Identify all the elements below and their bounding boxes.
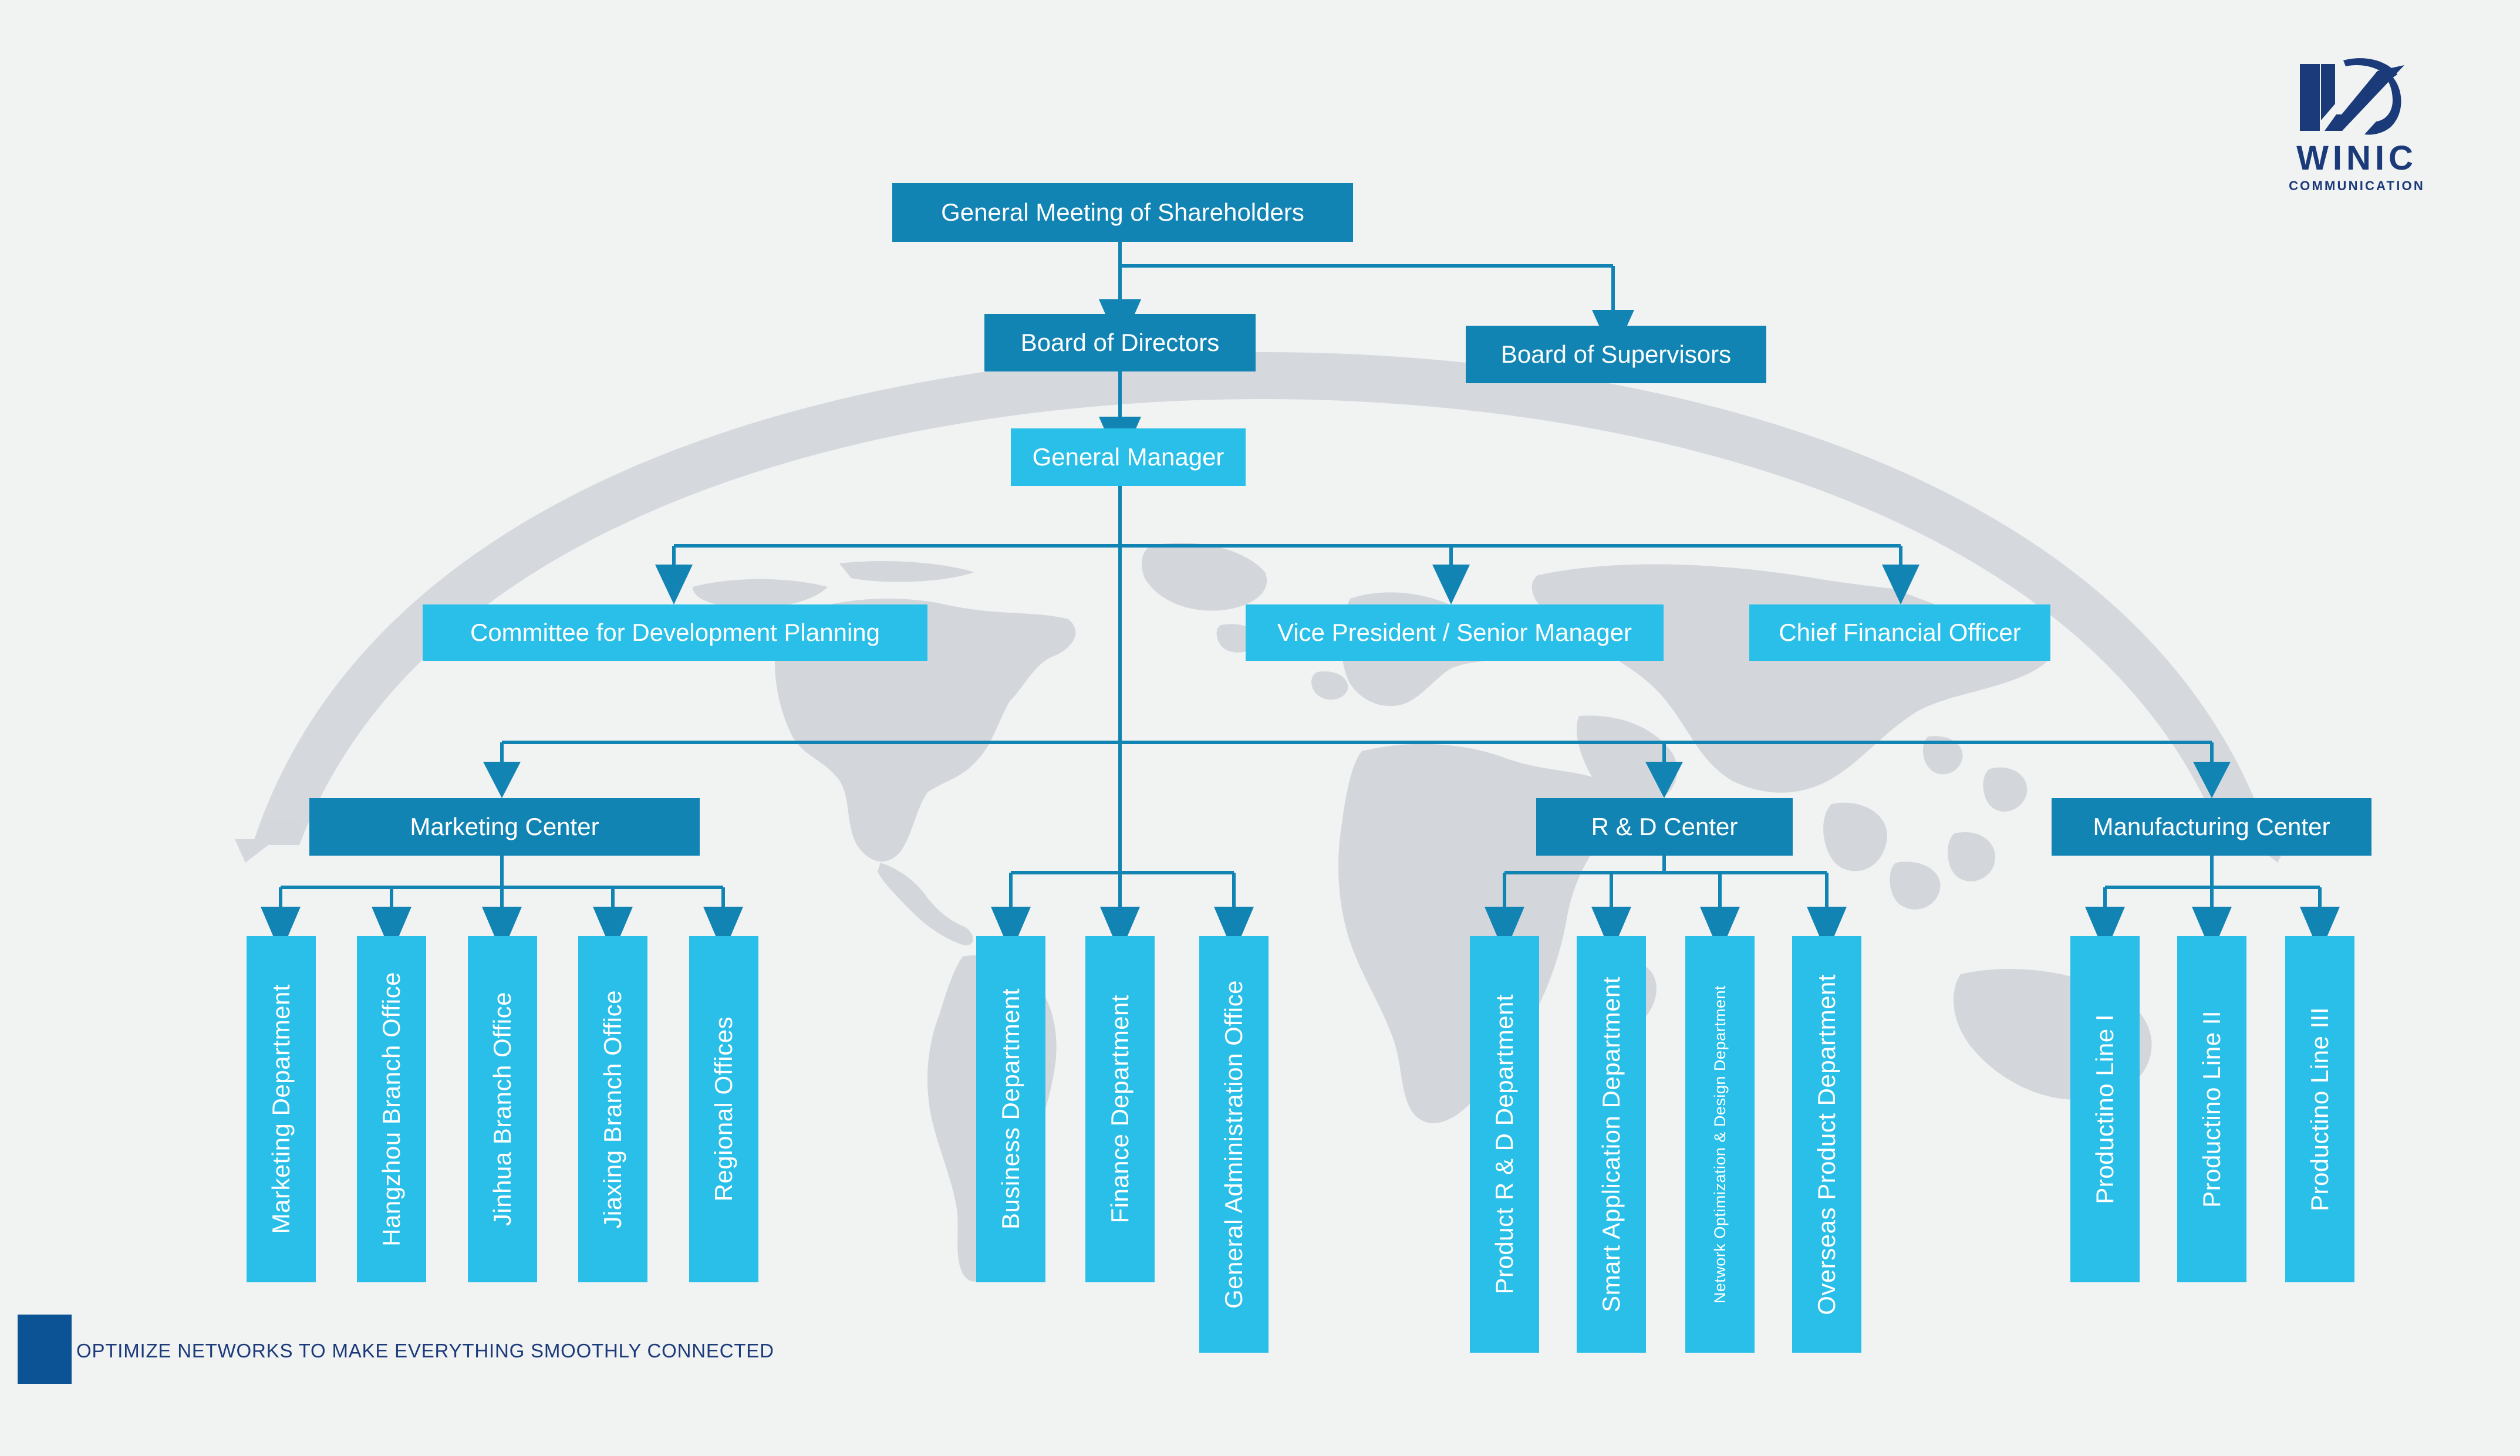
node-label: Jinhua Branch Office — [488, 992, 516, 1227]
node-label: General Manager — [1032, 442, 1224, 471]
node-smart-application-department[interactable]: Smart Application Department — [1577, 936, 1646, 1353]
node-label: Hangzhou Branch Office — [377, 972, 405, 1246]
node-label: Network Optimization & Design Department — [1711, 985, 1729, 1304]
node-r-and-d-center[interactable]: R & D Center — [1536, 798, 1793, 856]
node-label: Vice President / Senior Manager — [1277, 618, 1632, 646]
node-committee-for-development-planning[interactable]: Committee for Development Planning — [423, 604, 927, 661]
node-chief-financial-officer[interactable]: Chief Financial Officer — [1749, 604, 2050, 661]
node-label: Overseas Product Department — [1812, 974, 1840, 1315]
node-board-of-directors[interactable]: Board of Directors — [984, 314, 1256, 371]
node-productino-line-2[interactable]: Productino Line II — [2177, 936, 2246, 1282]
node-label: Marketing Department — [266, 984, 295, 1234]
node-label: Productino Line II — [2197, 1011, 2225, 1208]
brand-logo[interactable]: WINIC COMMUNICATION — [2272, 56, 2442, 197]
logo-wordmark: WINIC — [2296, 139, 2417, 177]
node-label: Productino Line III — [2305, 1006, 2333, 1212]
node-finance-department[interactable]: Finance Department — [1085, 936, 1155, 1282]
node-board-of-supervisors[interactable]: Board of Supervisors — [1466, 326, 1766, 383]
node-overseas-product-department[interactable]: Overseas Product Department — [1792, 936, 1861, 1353]
node-label: Regional Offices — [709, 1016, 737, 1202]
node-product-r-and-d-department[interactable]: Product R & D Department — [1470, 936, 1539, 1353]
node-label: Product R & D Department — [1490, 994, 1518, 1295]
arrowhead-icons — [261, 299, 2340, 954]
winic-monogram-icon — [2300, 58, 2404, 135]
node-jiaxing-branch-office[interactable]: Jiaxing Branch Office — [578, 936, 647, 1282]
node-productino-line-3[interactable]: Productino Line III — [2285, 936, 2354, 1282]
node-label: General Administration Office — [1219, 980, 1247, 1309]
node-general-meeting-of-shareholders[interactable]: General Meeting of Shareholders — [892, 183, 1353, 242]
node-label: Smart Application Department — [1597, 977, 1625, 1312]
node-label: R & D Center — [1591, 812, 1738, 840]
node-regional-offices[interactable]: Regional Offices — [689, 936, 758, 1282]
node-marketing-department[interactable]: Marketing Department — [247, 936, 316, 1282]
node-business-department[interactable]: Business Department — [976, 936, 1045, 1282]
node-general-manager[interactable]: General Manager — [1011, 428, 1246, 486]
node-label: Board of Supervisors — [1500, 340, 1732, 368]
footer-tagline: OPTIMIZE NETWORKS TO MAKE EVERYTHING SMO… — [76, 1340, 774, 1362]
node-label: Committee for Development Planning — [470, 618, 880, 646]
node-label: Manufacturing Center — [2093, 812, 2330, 840]
node-label: Board of Directors — [1020, 328, 1220, 356]
node-label: Marketing Center — [410, 812, 599, 840]
node-label: Business Department — [996, 988, 1024, 1230]
node-label: Finance Department — [1105, 995, 1134, 1224]
node-marketing-center[interactable]: Marketing Center — [309, 798, 700, 856]
node-label: Jiaxing Branch Office — [598, 989, 626, 1229]
node-hangzhou-branch-office[interactable]: Hangzhou Branch Office — [357, 936, 426, 1282]
node-productino-line-1[interactable]: Productino Line I — [2070, 936, 2140, 1282]
node-label: Chief Financial Officer — [1779, 618, 2021, 646]
node-manufacturing-center[interactable]: Manufacturing Center — [2052, 798, 2371, 856]
node-network-optimization-and-design-department[interactable]: Network Optimization & Design Department — [1685, 936, 1755, 1353]
node-general-administration-office[interactable]: General Administration Office — [1199, 936, 1269, 1353]
node-jinhua-branch-office[interactable]: Jinhua Branch Office — [468, 936, 537, 1282]
node-vice-president-senior-manager[interactable]: Vice President / Senior Manager — [1246, 604, 1664, 661]
node-label: Productino Line I — [2090, 1014, 2118, 1204]
footer-accent-block — [18, 1315, 72, 1384]
node-label: General Meeting of Shareholders — [941, 198, 1304, 226]
logo-subwordmark: COMMUNICATION — [2289, 178, 2425, 193]
